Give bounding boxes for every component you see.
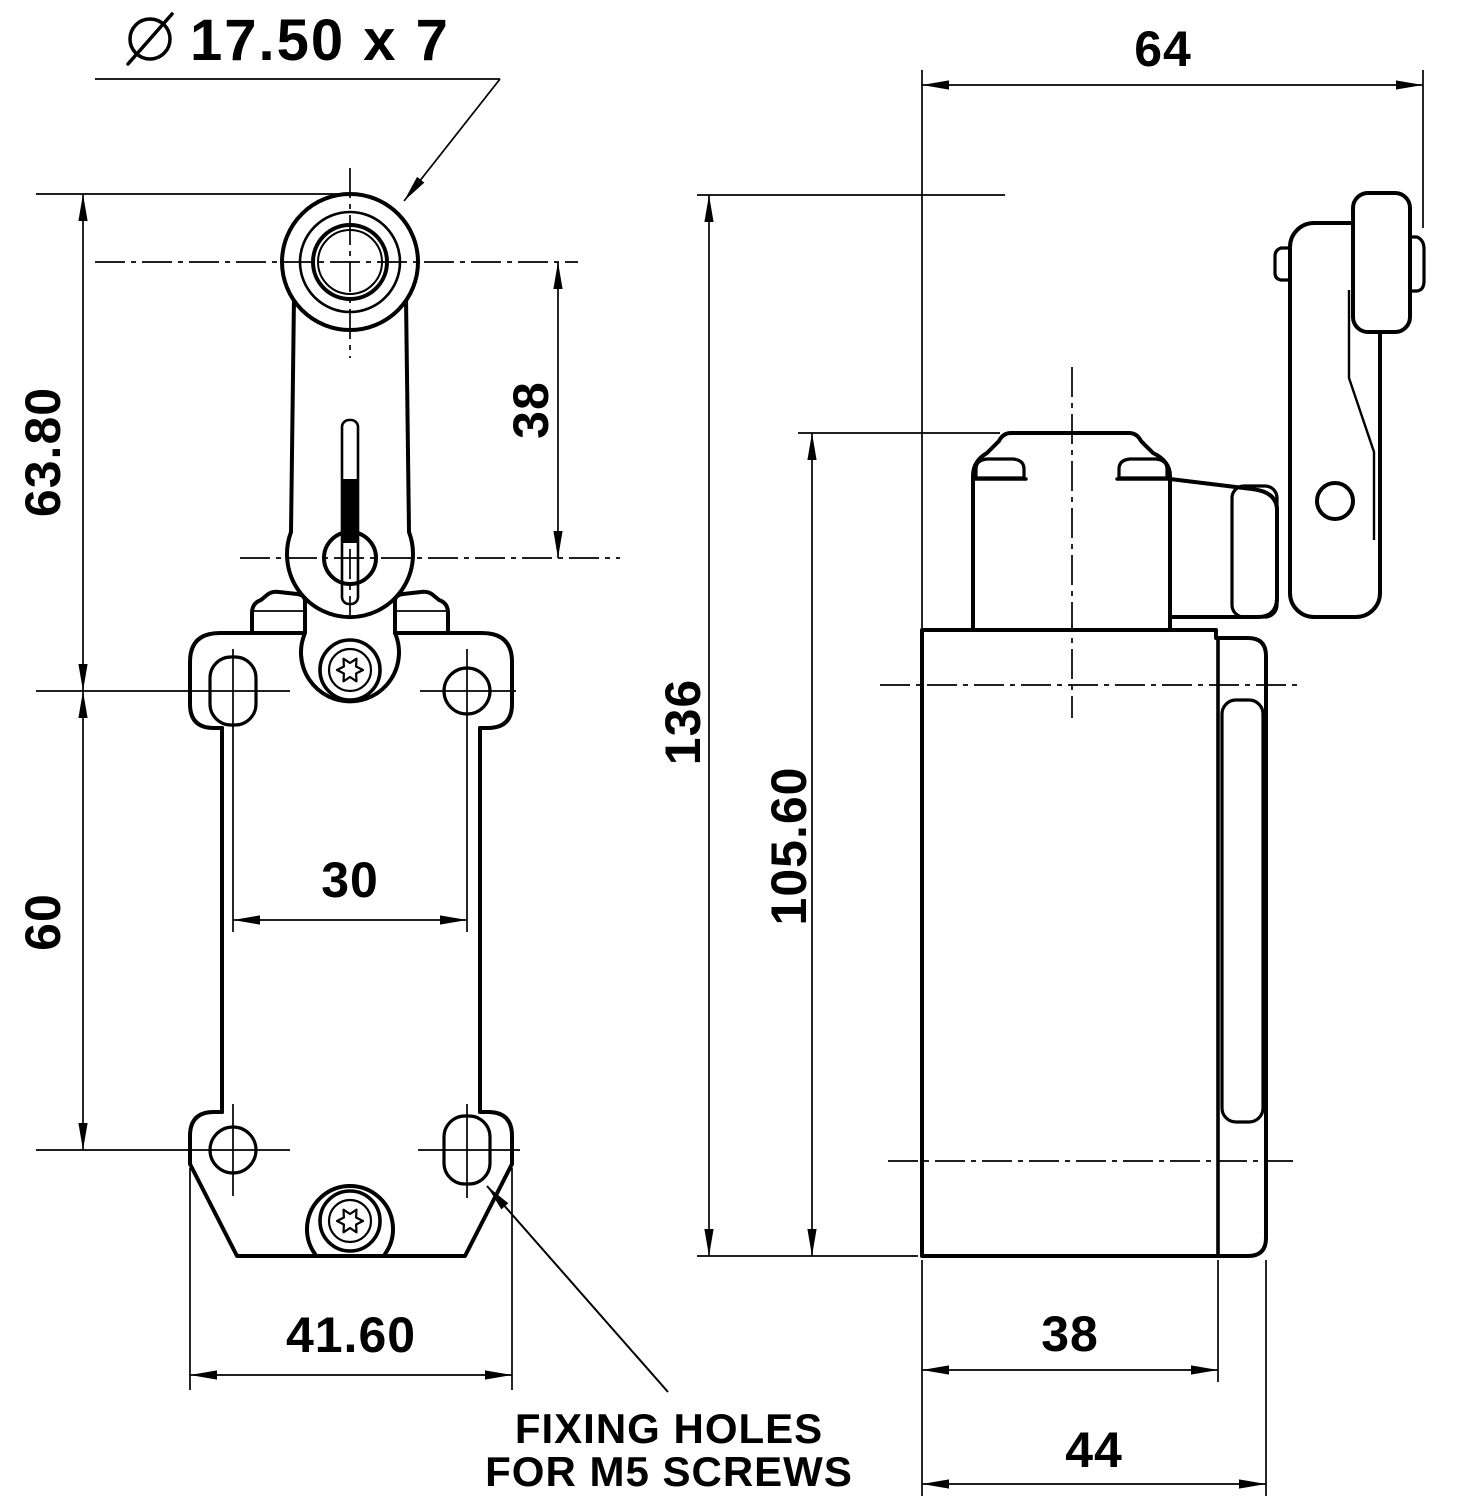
fixing-note-line1: FIXING HOLES [515, 1405, 823, 1452]
dim-overall-depth-label: 64 [1134, 21, 1192, 77]
side-view [880, 191, 1426, 1258]
roller-diameter-callout: 17.50 x 7 [95, 8, 501, 202]
dim-lever-height-label: 63.80 [15, 387, 71, 517]
dim-hole-columns-label: 30 [321, 852, 379, 908]
dim-head-bottom-label: 105.60 [761, 767, 817, 926]
dimension-lines [78, 80, 1423, 1489]
dim-overall-height-label: 136 [655, 679, 711, 765]
torx-screw-top [318, 638, 382, 702]
diameter-symbol-icon [126, 12, 174, 66]
dim-flange-width-label: 41.60 [286, 1307, 416, 1363]
front-view [36, 168, 620, 1258]
extension-lines [36, 70, 1424, 1496]
side-centerlines [880, 367, 1298, 1162]
torx-screw-bottom [318, 1189, 382, 1253]
fixing-note-leader [486, 1185, 669, 1393]
switch-body-side [920, 628, 1268, 1258]
dimensions: 17.50 x 7 63.80 60 38 30 41.60 64 136 10… [15, 8, 1424, 1496]
front-centerlines [36, 168, 620, 1198]
roller-diameter-label: 17.50 x 7 [190, 8, 450, 73]
dim-total-depth-label: 44 [1065, 1422, 1123, 1478]
lever-bracket-side [1168, 477, 1279, 619]
switch-body-front [188, 631, 514, 1258]
dim-body-depth-label: 38 [1041, 1306, 1099, 1362]
dim-hole-rows-label: 60 [15, 893, 71, 951]
roller-side [1351, 191, 1426, 334]
fixing-note-line2: FOR M5 SCREWS [485, 1448, 853, 1495]
dim-roller-pivot-label: 38 [503, 381, 559, 439]
